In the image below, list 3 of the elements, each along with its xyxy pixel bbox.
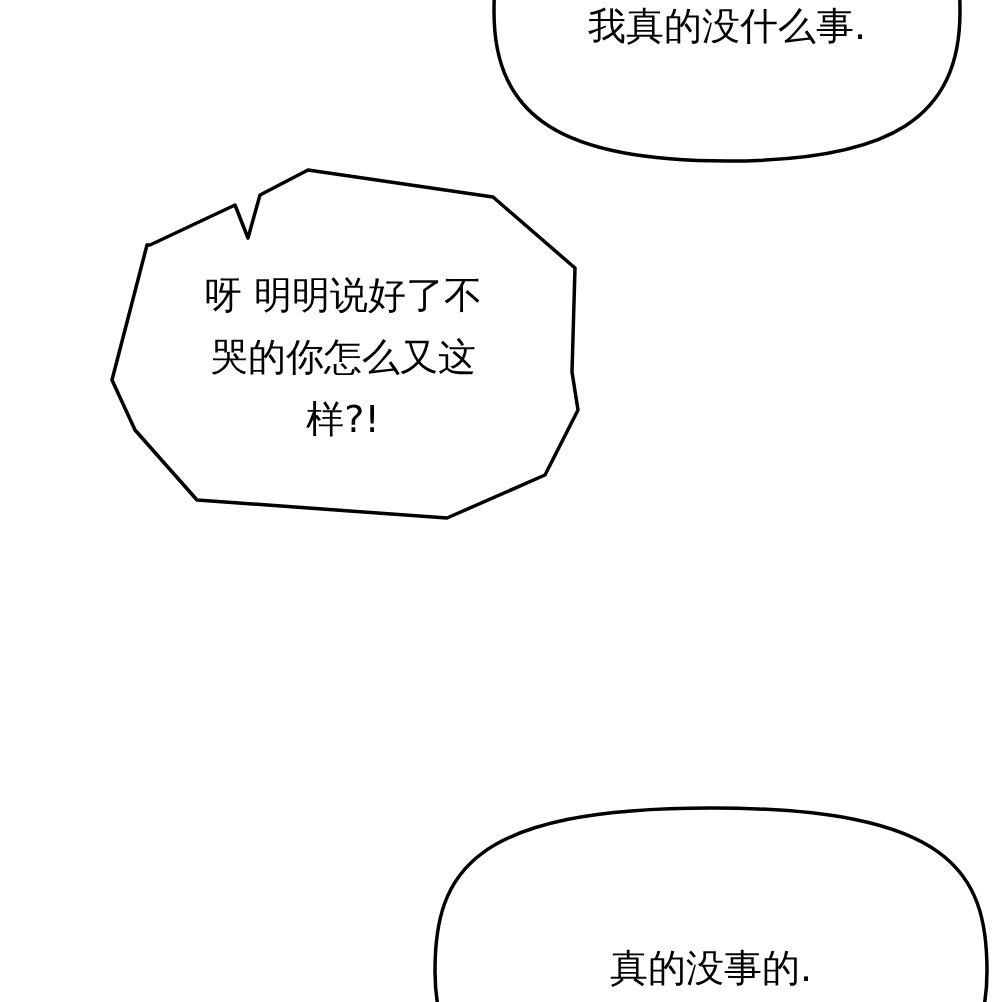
dialogue-text: 真的没事的.	[608, 945, 814, 992]
dialogue-text: 呀 明明说好了不哭的你怎么又这样?!	[202, 272, 484, 443]
dialogue-text: 我真的没什么事.	[586, 3, 868, 50]
